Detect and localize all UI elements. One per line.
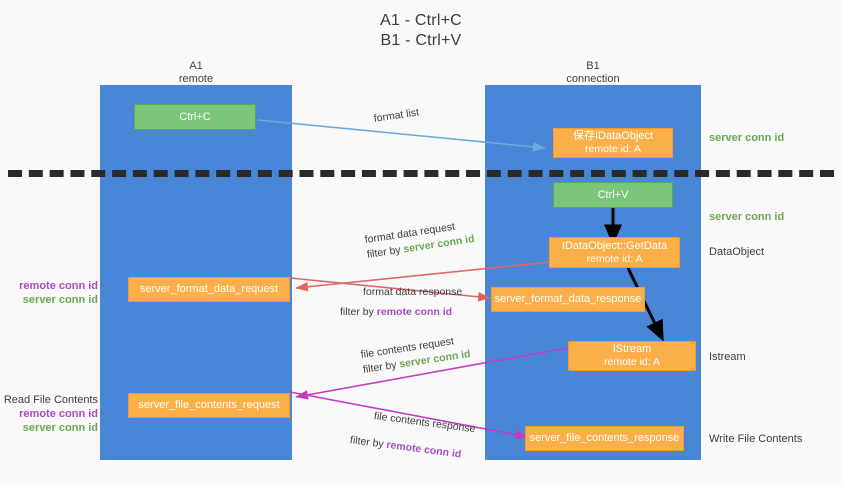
right-label-write-file-contents: Write File Contents bbox=[709, 433, 803, 445]
node-idataobject-getdata-subtitle: remote id: A bbox=[586, 252, 643, 265]
node-server-file-contents-response[interactable]: server_file_contents_response bbox=[525, 426, 684, 451]
node-server-format-data-response[interactable]: server_format_data_response bbox=[491, 287, 645, 312]
node-server-file-contents-request-label: server_file_contents_request bbox=[138, 399, 280, 411]
edge-label-format-list-text: format list bbox=[373, 106, 420, 125]
column-header-a1: A1 remote bbox=[96, 60, 296, 86]
edge-label-format-data-response-text: format data response bbox=[363, 286, 463, 298]
filter-prefix-4: filter by bbox=[349, 434, 388, 451]
filter-prefix-2: filter by bbox=[340, 306, 377, 318]
node-istream-title: IStream bbox=[612, 343, 652, 355]
page-title: A1 - Ctrl+C B1 - Ctrl+V bbox=[0, 11, 842, 51]
node-data-object[interactable]: 保存IDataObject remote id: A bbox=[553, 128, 673, 158]
edge-label-format-data-response: format data response bbox=[363, 285, 462, 300]
node-data-object-subtitle: remote id: A bbox=[584, 143, 642, 155]
filter-key-4: remote conn id bbox=[385, 438, 462, 461]
edge-label-file-contents-response: file contents response bbox=[373, 409, 476, 437]
edge-label-file-contents-response-text: file contents response bbox=[373, 410, 477, 436]
column-header-a1-name: A1 bbox=[189, 60, 203, 72]
left-label-read-file-contents: Read File Contents bbox=[3, 394, 98, 406]
phase-divider bbox=[8, 170, 834, 177]
node-ctrl-c[interactable]: Ctrl+C bbox=[134, 104, 256, 130]
edge-label-format-data-response-filter: filter by remote conn id bbox=[340, 305, 452, 320]
node-idataobject-getdata[interactable]: IDataObject::GetData remote id: A bbox=[549, 237, 680, 268]
right-label-server-conn-id-top: server conn id bbox=[709, 132, 785, 144]
node-idataobject-getdata-title: IDataObject::GetData bbox=[561, 239, 668, 252]
right-label-server-conn-id-mid: server conn id bbox=[709, 211, 785, 223]
column-header-a1-subtitle: remote bbox=[178, 73, 214, 85]
title-line-2: B1 - Ctrl+V bbox=[380, 32, 462, 49]
node-server-file-contents-response-label: server_file_contents_response bbox=[529, 432, 680, 444]
filter-key-2: remote conn id bbox=[376, 306, 453, 318]
node-ctrl-v[interactable]: Ctrl+V bbox=[553, 182, 673, 208]
edge-label-file-contents-response-filter-row: filter by remote conn id bbox=[349, 433, 462, 462]
right-label-istream: Istream bbox=[709, 351, 746, 363]
node-server-file-contents-request[interactable]: server_file_contents_request bbox=[128, 393, 290, 418]
left-label-server-conn-id-1: server conn id bbox=[22, 294, 98, 306]
node-istream[interactable]: IStream remote id: A bbox=[568, 341, 696, 371]
column-header-b1: B1 connection bbox=[493, 60, 693, 86]
node-server-format-data-request-label: server_format_data_request bbox=[139, 283, 279, 295]
left-label-read-file-contents-block: Read File Contents remote conn id server… bbox=[2, 393, 98, 435]
edge-label-format-list: format list bbox=[373, 105, 420, 127]
column-header-b1-subtitle: connection bbox=[566, 73, 620, 85]
node-istream-subtitle: remote id: A bbox=[603, 356, 661, 368]
node-server-format-data-response-label: server_format_data_response bbox=[494, 293, 642, 305]
node-ctrl-c-label: Ctrl+C bbox=[179, 110, 211, 123]
left-label-conn-ids-1: remote conn id server conn id bbox=[6, 279, 98, 307]
filter-prefix-3: filter by bbox=[362, 358, 401, 376]
edge-label-file-contents-response-filter: filter by remote conn id bbox=[349, 433, 462, 462]
title-line-1: A1 - Ctrl+C bbox=[380, 12, 462, 29]
left-label-remote-conn-id-1: remote conn id bbox=[19, 280, 98, 292]
node-ctrl-v-label: Ctrl+V bbox=[597, 188, 629, 201]
edge-label-file-contents-request: file contents request filter by server c… bbox=[360, 332, 472, 378]
left-label-remote-conn-id-2: remote conn id bbox=[19, 408, 98, 420]
left-label-server-conn-id-2: server conn id bbox=[22, 422, 98, 434]
edge-label-format-data-response-filter-row: filter by remote conn id bbox=[340, 305, 452, 320]
node-server-format-data-request[interactable]: server_format_data_request bbox=[128, 277, 290, 302]
filter-prefix-1: filter by bbox=[366, 243, 405, 261]
right-label-data-object: DataObject bbox=[709, 246, 765, 258]
edge-label-format-data-request: format data request filter by server con… bbox=[364, 217, 476, 263]
node-data-object-title: 保存IDataObject bbox=[572, 130, 654, 142]
column-header-b1-name: B1 bbox=[586, 60, 600, 72]
